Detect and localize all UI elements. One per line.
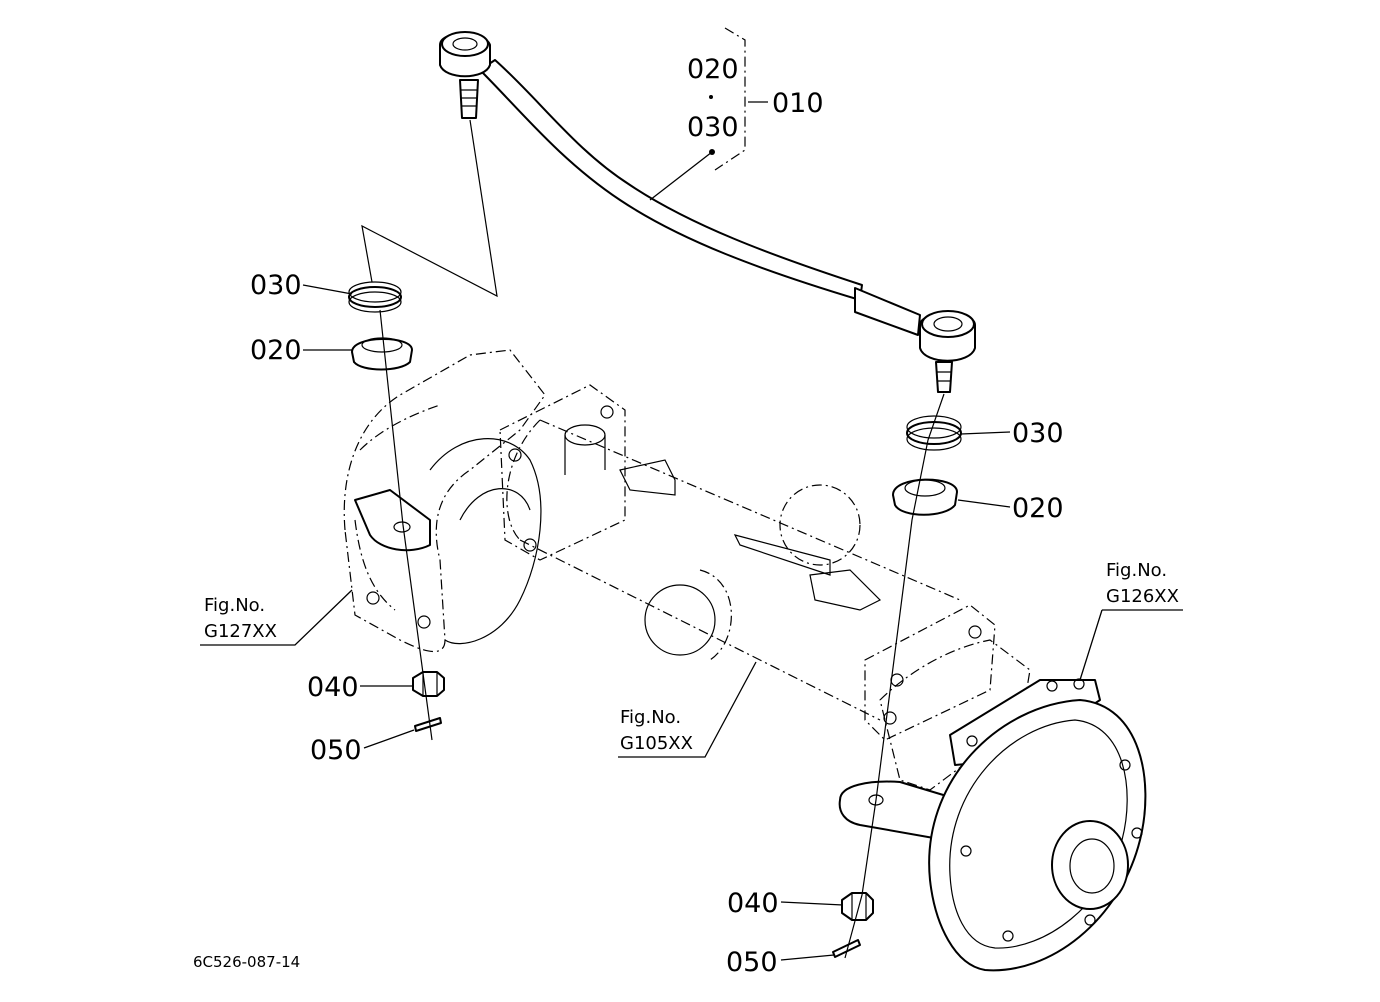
fig-ref-center-line2: G105XX xyxy=(620,733,693,754)
left-tie-rod-end xyxy=(439,31,491,119)
label-050-left: 050 xyxy=(310,735,362,766)
right-castle-nut xyxy=(841,892,874,921)
right-tie-rod-end xyxy=(919,310,976,393)
label-020-right: 020 xyxy=(1012,493,1064,524)
assembly-lines xyxy=(361,119,945,959)
left-dust-spring xyxy=(348,281,402,313)
label-040-left: 040 xyxy=(307,672,359,703)
fig-ref-right-line1: Fig.No. xyxy=(1106,560,1167,581)
fig-ref-right-line2: G126XX xyxy=(1106,586,1179,607)
tie-rod-assembly xyxy=(439,31,976,393)
fig-ref-left-line2: G127XX xyxy=(204,621,277,642)
fig-ref-center-line1: Fig.No. xyxy=(620,707,681,728)
leader-lines xyxy=(200,27,1183,961)
label-040-right: 040 xyxy=(727,888,779,919)
fig-ref-left-line1: Fig.No. xyxy=(204,595,265,616)
label-030-right: 030 xyxy=(1012,418,1064,449)
label-030-top: 030 xyxy=(687,112,739,143)
left-cotter-pin xyxy=(414,717,442,732)
right-cotter-pin xyxy=(832,939,861,958)
left-gear-case xyxy=(343,349,546,653)
diagram-code: 6C526-087-14 xyxy=(193,953,300,971)
left-dust-seal xyxy=(351,337,413,371)
label-050-right: 050 xyxy=(726,947,778,978)
left-castle-nut xyxy=(412,671,445,697)
right-dust-seal xyxy=(892,478,958,516)
label-010: 010 xyxy=(772,88,824,119)
label-030-left: 030 xyxy=(250,270,302,301)
label-020-top: 020 xyxy=(687,54,739,85)
right-gear-case xyxy=(838,639,1147,972)
label-020-left: 020 xyxy=(250,335,302,366)
front-axle-housing xyxy=(499,384,996,741)
